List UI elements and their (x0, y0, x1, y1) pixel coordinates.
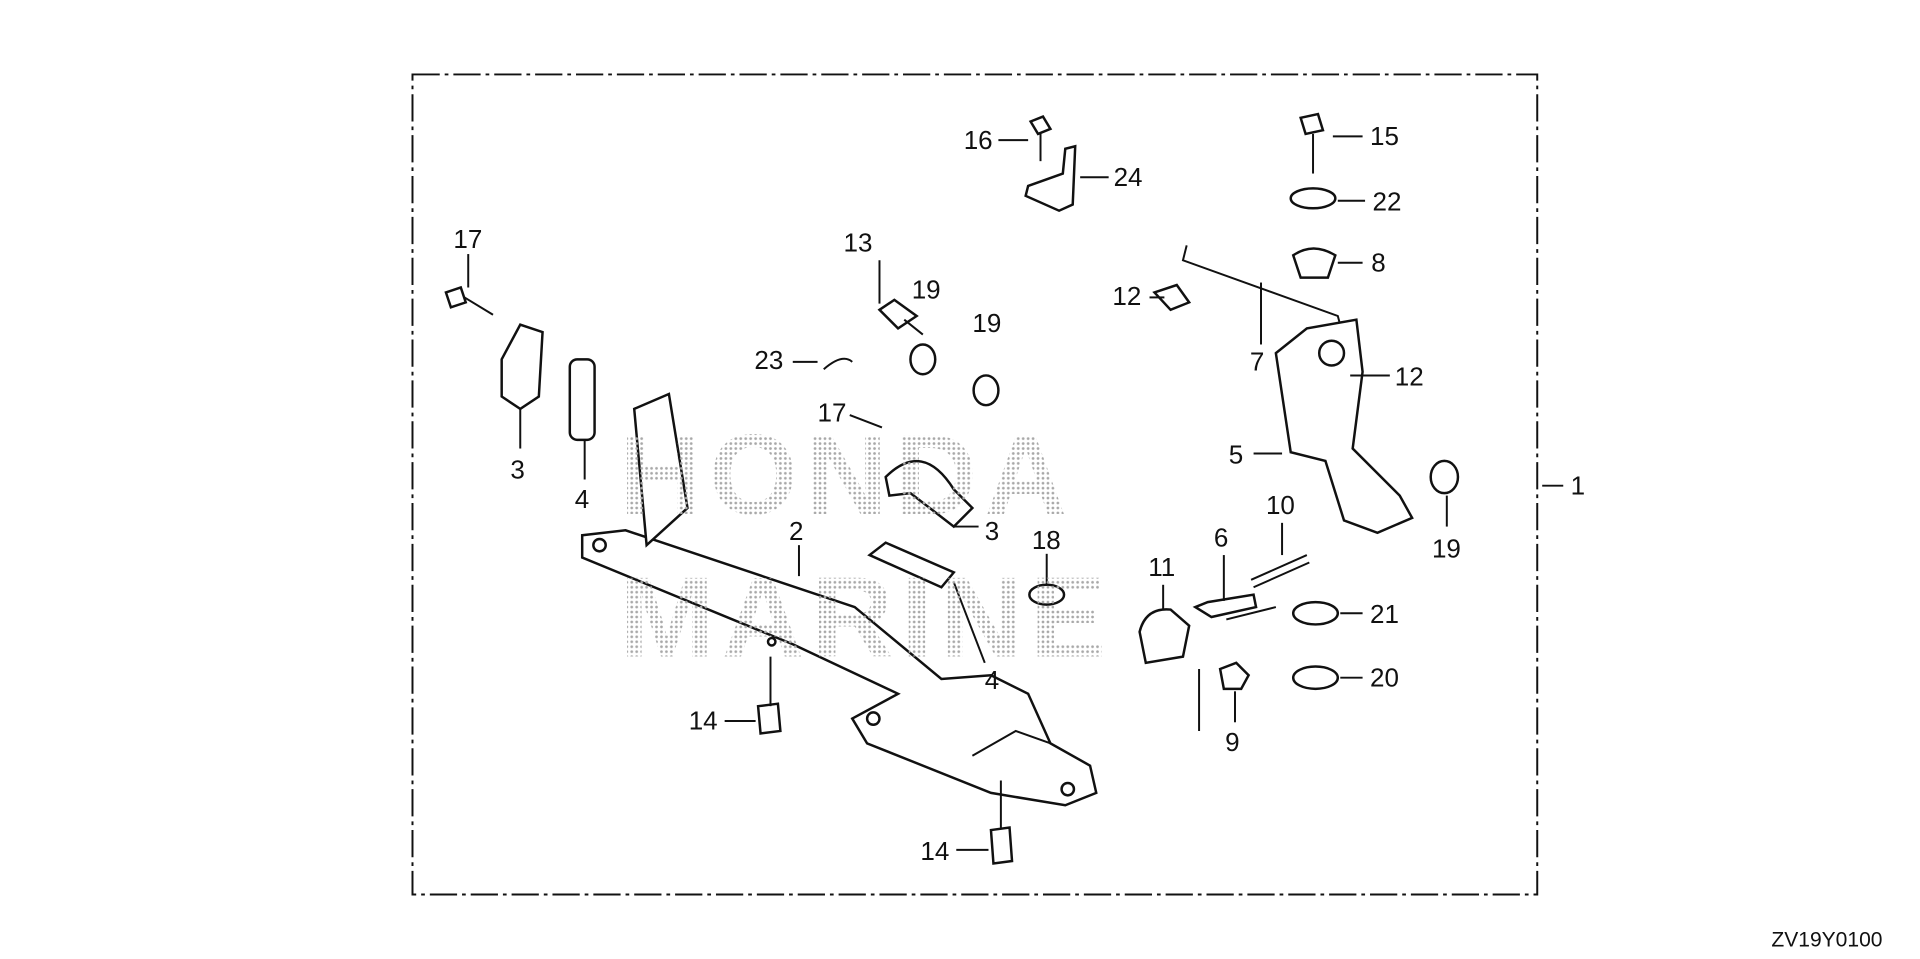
callout-4: 4 (575, 484, 589, 514)
callout-9: 9 (1225, 727, 1239, 757)
callout-15: 15 (1370, 121, 1399, 151)
small-parts (444, 112, 1460, 865)
callout-19: 19 (972, 308, 1001, 338)
watermark: HONDA MARINE (619, 412, 1113, 682)
callout-19: 19 (912, 275, 941, 305)
callout-17: 17 (818, 397, 847, 427)
watermark-line-2: MARINE (619, 555, 1113, 682)
callout-12: 12 (1112, 281, 1141, 311)
callout-8: 8 (1371, 247, 1385, 277)
assembly-frame (411, 73, 1539, 896)
callout-21: 21 (1370, 599, 1399, 629)
bracket-part-2 (580, 392, 1098, 807)
callout-22: 22 (1372, 187, 1401, 217)
leader-lines (467, 135, 1564, 851)
callout-12: 12 (1395, 361, 1424, 391)
callout-5: 5 (1229, 439, 1243, 469)
callout-16: 16 (964, 125, 993, 155)
callout-2: 2 (789, 516, 803, 546)
callout-19: 19 (1432, 534, 1461, 564)
diagram-code: ZV19Y0100 (1771, 928, 1882, 951)
callout-17: 17 (453, 224, 482, 254)
callouts: 1 2 3 3 4 4 5 6 7 8 9 10 11 12 12 13 14 … (453, 121, 1585, 866)
callout-14: 14 (920, 836, 949, 866)
callout-11: 11 (1148, 552, 1175, 582)
callout-4: 4 (985, 665, 999, 695)
callout-24: 24 (1114, 162, 1143, 192)
callout-13: 13 (844, 228, 873, 258)
watermark-line-1: HONDA (619, 412, 1074, 539)
callout-18: 18 (1032, 525, 1061, 555)
callout-23: 23 (754, 345, 783, 375)
callout-14: 14 (689, 706, 718, 736)
callout-7: 7 (1250, 346, 1264, 376)
callout-6: 6 (1214, 522, 1228, 552)
callout-10: 10 (1266, 490, 1295, 520)
callout-1: 1 (1571, 470, 1585, 500)
callout-3: 3 (510, 454, 524, 484)
callout-3: 3 (985, 516, 999, 546)
callout-20: 20 (1370, 662, 1399, 692)
